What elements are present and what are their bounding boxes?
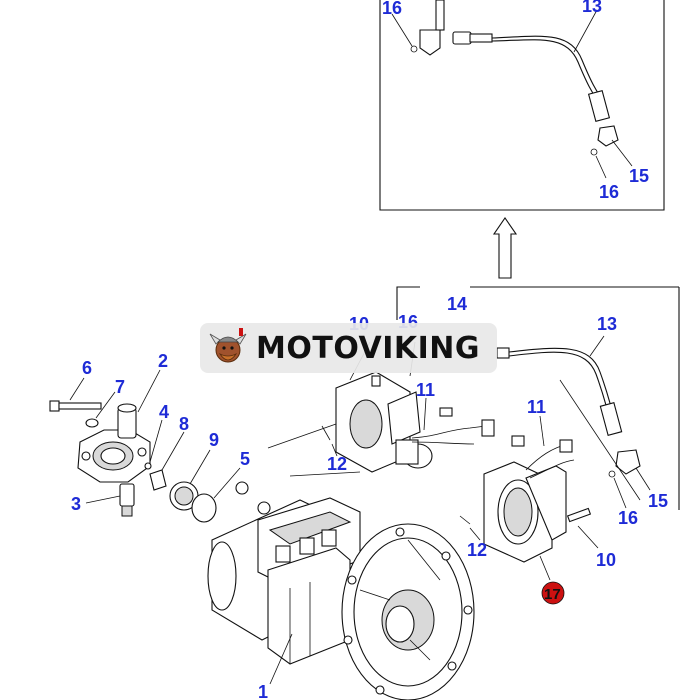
bolt-6 (49, 377, 102, 412)
callout-15-top: 15 (629, 166, 649, 186)
callout-1: 1 (258, 682, 268, 700)
callout-13-mid: 13 (597, 314, 617, 334)
brand-watermark-text: MOTOVIKING (256, 330, 481, 366)
callout-8: 8 (179, 414, 189, 434)
regulator-upper (267, 341, 495, 477)
housing-2 (77, 369, 161, 483)
callout-17-marker: 17 (541, 581, 565, 605)
callout-16-right: 16 (618, 508, 638, 528)
washer-7 (85, 391, 116, 428)
detail-box-middle (396, 286, 680, 510)
callout-4: 4 (159, 402, 169, 422)
main-pump-1 (207, 481, 475, 700)
callout-3: 3 (71, 494, 81, 514)
callout-12-left: 12 (327, 454, 347, 474)
callout-10-right: 10 (596, 550, 616, 570)
ring-4 (144, 419, 163, 470)
up-arrow-icon (492, 217, 518, 279)
callout-2: 2 (158, 351, 168, 371)
callout-16-top-right: 16 (599, 182, 619, 202)
bearing-9 (169, 449, 211, 511)
callout-6: 6 (82, 358, 92, 378)
detail-box-top (379, 0, 665, 211)
callout-5: 5 (240, 449, 250, 469)
callout-13-top: 13 (582, 0, 602, 16)
callout-11-right: 11 (527, 397, 546, 417)
callout-16-top-left: 16 (382, 0, 402, 18)
regulator-lower (459, 415, 599, 581)
callout-17: 17 (544, 586, 561, 603)
callout-9: 9 (209, 430, 219, 450)
brand-watermark: MOTOVIKING (200, 323, 497, 373)
callout-7: 7 (115, 377, 125, 397)
callout-11-left: 11 (416, 380, 435, 400)
oring-5 (191, 467, 241, 523)
sensor-3 (85, 483, 135, 517)
viking-mascot-icon (209, 328, 247, 363)
callout-12-right: 12 (467, 540, 487, 560)
callout-15-mid: 15 (648, 491, 668, 511)
callout-14: 14 (447, 294, 467, 314)
coupling-8 (149, 431, 185, 491)
